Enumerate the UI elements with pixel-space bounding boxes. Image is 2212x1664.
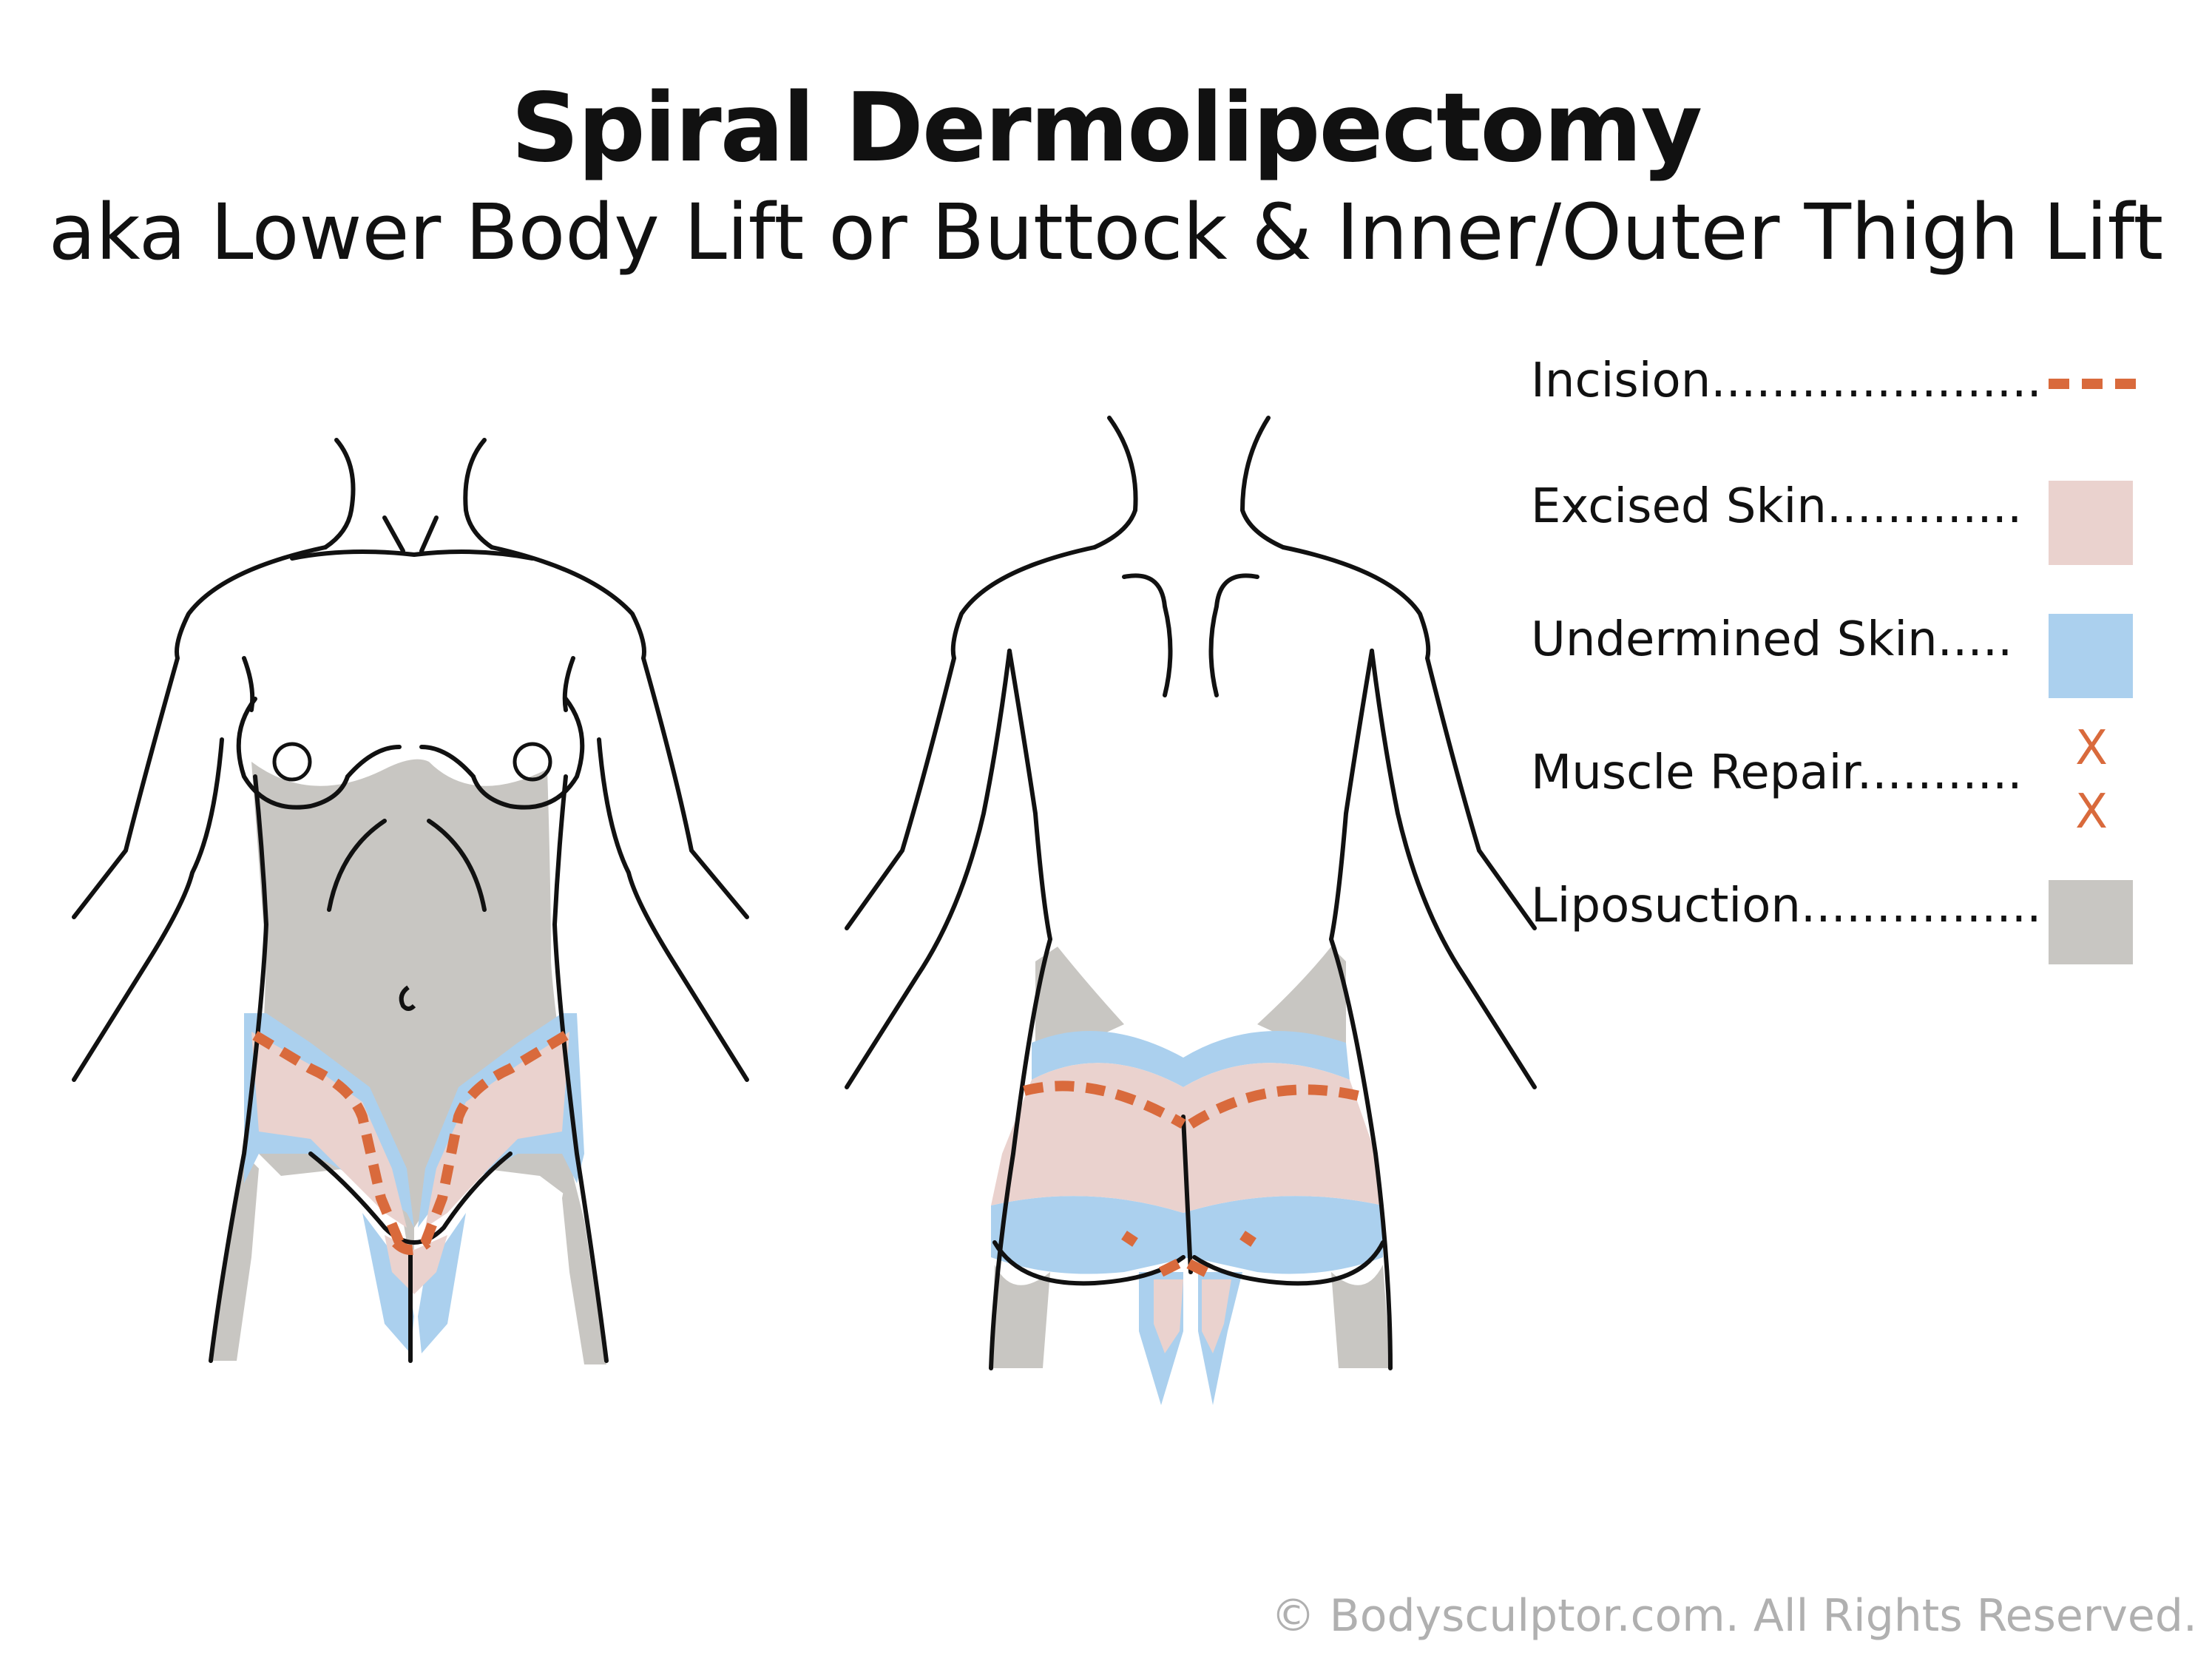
front-rib-curve-left: [327, 819, 387, 912]
front-collarbones: [290, 549, 535, 561]
front-incision-right: [420, 1030, 569, 1245]
back-incision-inner-thigh: [1121, 1231, 1256, 1281]
legend-label-excised: Excised Skin.............: [1531, 479, 2023, 534]
legend-swatch-undermined: [2049, 614, 2133, 698]
back-incision-left: [1023, 1080, 1186, 1129]
back-neck: [1092, 416, 1138, 549]
legend-swatch-incision: [2049, 379, 2136, 389]
front-incision-left: [252, 1030, 405, 1245]
page-subtitle: aka Lower Body Lift or Buttock & Inner/O…: [48, 187, 2164, 277]
front-left-breast: [236, 697, 350, 810]
back-right-scapula: [1208, 573, 1259, 697]
front-liposuction-left-thigh: [211, 1154, 259, 1361]
back-excised-buttocks: [991, 1063, 1383, 1213]
front-excised-right: [425, 1032, 569, 1228]
legend-swatch-liposuction: [2049, 880, 2133, 964]
front-incision-pubic: [392, 1238, 431, 1255]
front-left-arm-inner: [72, 737, 224, 1082]
front-neck: [323, 438, 356, 549]
back-left-scapula: [1122, 573, 1173, 697]
legend-item-incision: Incision......................: [1531, 333, 2137, 422]
back-buttock-crease: [1181, 1115, 1193, 1274]
front-left-arm: [72, 545, 328, 919]
front-liposuction-torso: [251, 759, 577, 1287]
copyright-credit: © Bodysculptor.com. All Rights Reserved.: [1271, 1590, 2197, 1642]
front-right-arm: [490, 545, 749, 919]
back-right-torso-side: [1329, 649, 1393, 1370]
legend-label-undermined: Undermined Skin.....: [1531, 612, 2013, 667]
front-right-breast-top: [419, 745, 476, 779]
legend-item-undermined: Undermined Skin.....: [1531, 592, 2137, 698]
back-excised-inner-thigh: [1154, 1279, 1231, 1353]
back-incision-right: [1188, 1084, 1370, 1129]
legend-item-excised: Excised Skin.............: [1531, 459, 2137, 565]
legend-swatch-muscle-x-top: X: [2075, 721, 2108, 776]
back-undermined-upper: [1032, 1031, 1350, 1087]
page-title: Spiral Dermolipectomy: [510, 73, 1702, 183]
back-neck: [1240, 416, 1285, 549]
legend-item-liposuction: Liposuction................: [1531, 858, 2137, 964]
front-right-nipple: [513, 742, 552, 782]
back-liposuction-right-thigh: [1331, 1265, 1390, 1368]
front-rib-curve-right: [427, 819, 487, 912]
back-left-torso-side: [989, 649, 1052, 1370]
legend-label-incision: Incision......................: [1531, 354, 2042, 408]
legend-item-muscle: Muscle Repair........... X X: [1531, 721, 2137, 836]
front-navel: [399, 985, 416, 1011]
back-liposuction-right: [1257, 947, 1346, 1065]
front-left-breast-top: [345, 745, 402, 779]
back-left-arm-inner: [845, 649, 1012, 1089]
front-groin-left: [308, 1151, 416, 1245]
legend-label-muscle: Muscle Repair...........: [1531, 745, 2023, 800]
front-liposuction-right-thigh: [562, 1161, 606, 1364]
back-right-arm: [1281, 545, 1537, 930]
legend-swatch-muscle-x-bottom: X: [2075, 785, 2108, 839]
front-collarbones: [382, 515, 439, 553]
back-right-arm-inner: [1370, 649, 1537, 1089]
front-left-nipple: [272, 742, 312, 782]
front-right-armpit: [562, 656, 575, 712]
back-left-arm: [845, 545, 1097, 930]
back-buttock-right: [1192, 1240, 1385, 1286]
front-neck: [463, 438, 494, 549]
front-right-arm-inner: [597, 737, 749, 1082]
back-view: [845, 416, 1537, 1405]
front-right-breast: [471, 697, 585, 810]
legend-swatch-excised: [2049, 481, 2133, 565]
legend-label-liposuction: Liposuction................: [1531, 879, 2042, 933]
front-excised-left: [251, 1032, 407, 1228]
front-view: [72, 438, 749, 1364]
back-liposuction-left-thigh: [991, 1265, 1050, 1368]
